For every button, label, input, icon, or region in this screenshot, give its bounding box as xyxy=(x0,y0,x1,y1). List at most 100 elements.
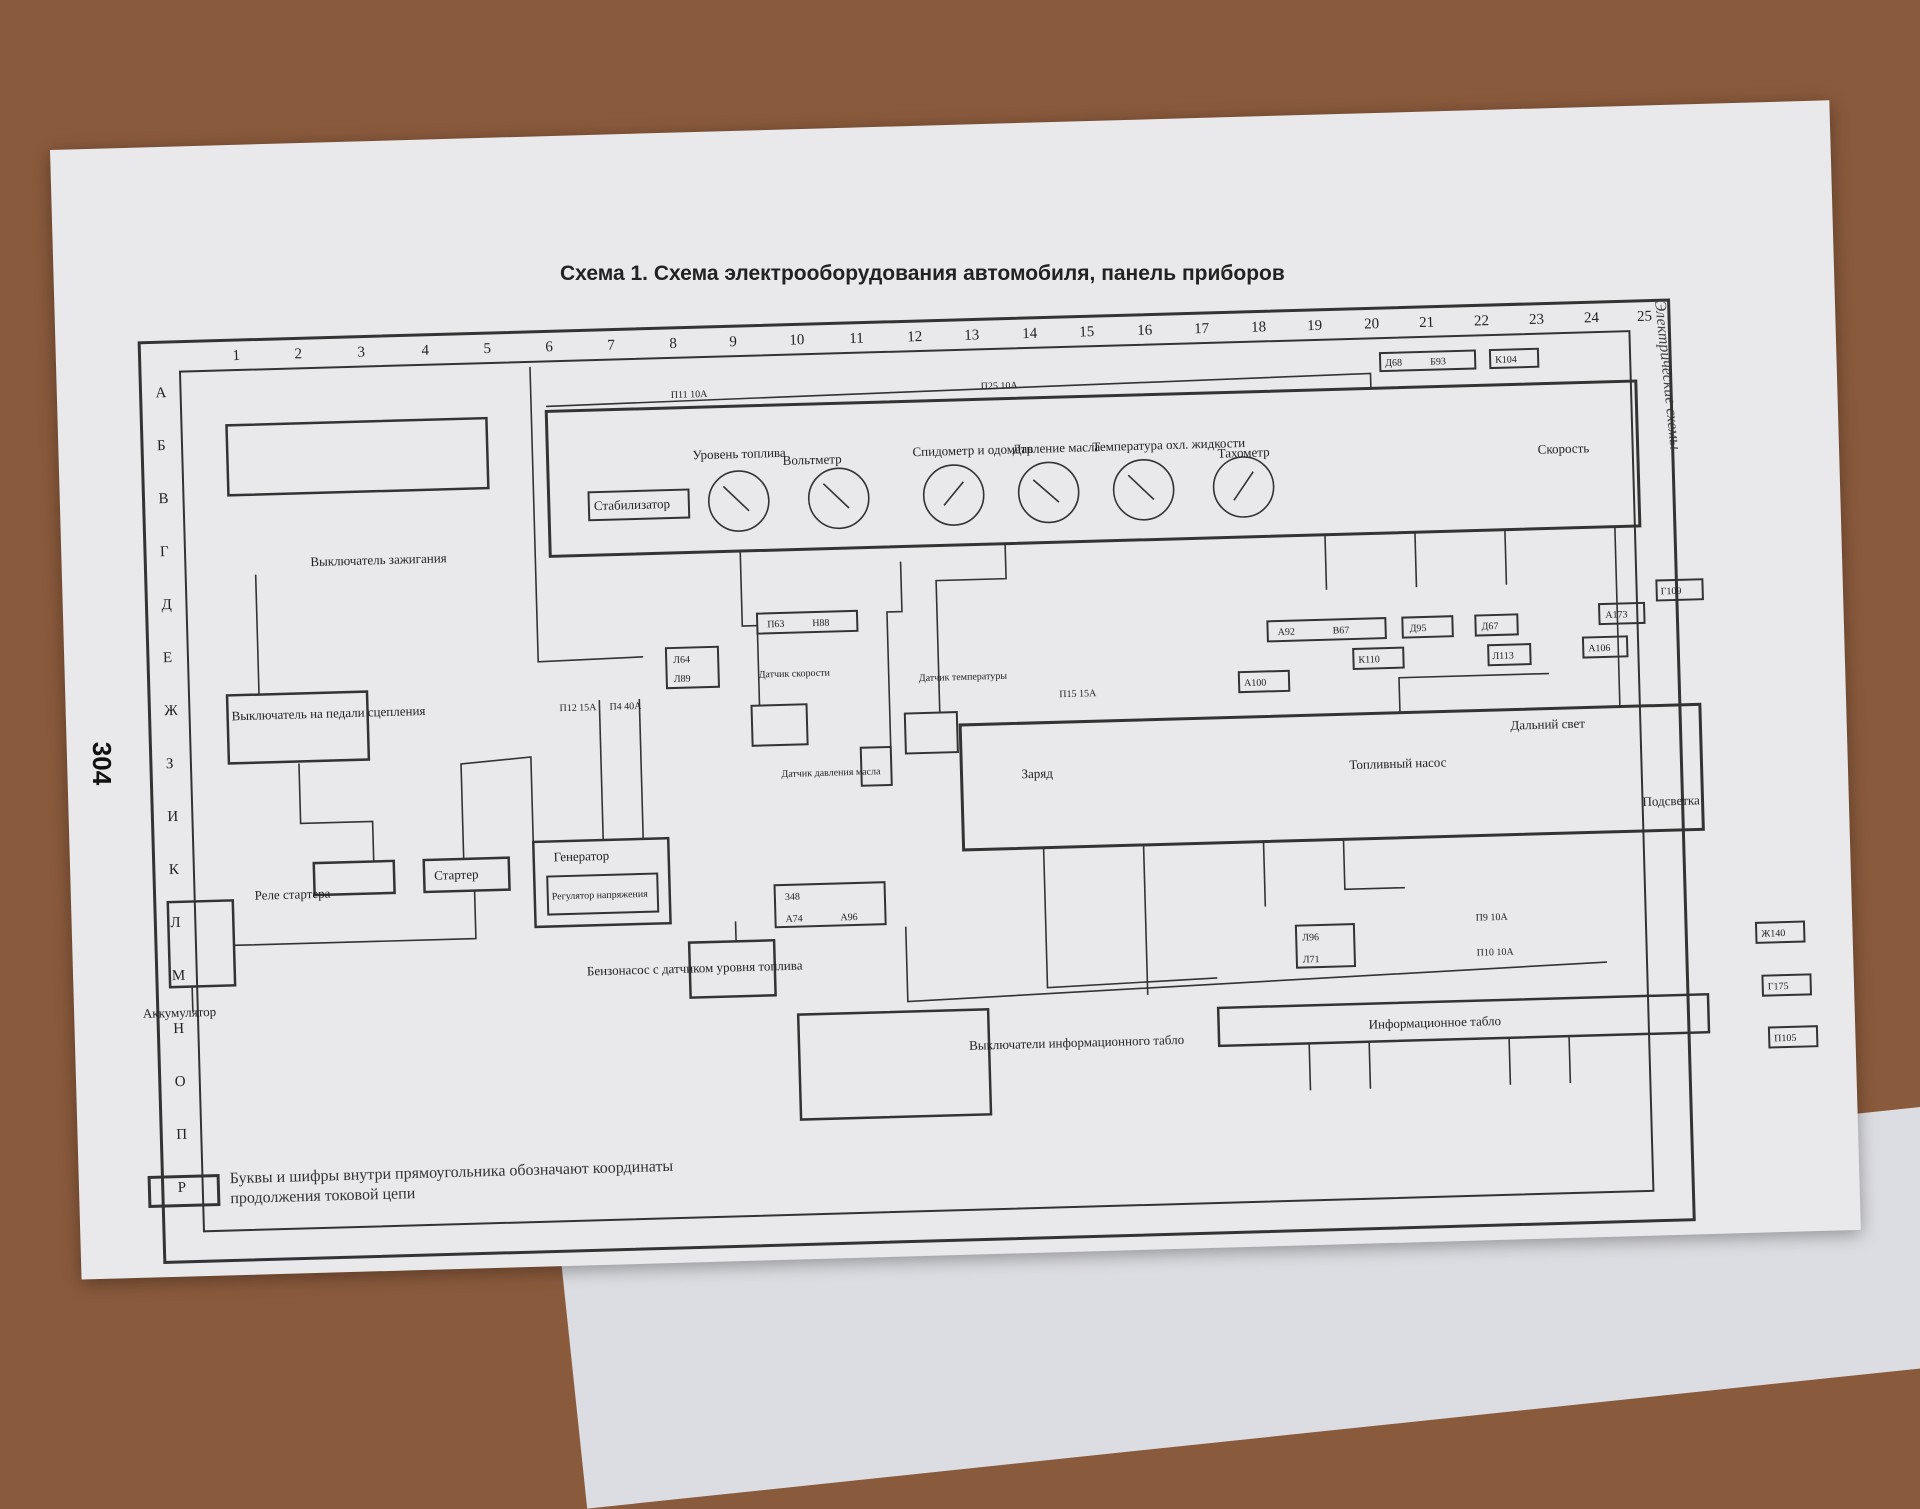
svg-text:Л96: Л96 xyxy=(1302,932,1319,943)
svg-text:A100: A100 xyxy=(1244,677,1267,689)
svg-text:2: 2 xyxy=(294,346,302,362)
svg-text:П9 10А: П9 10А xyxy=(1476,912,1509,924)
svg-text:Л64: Л64 xyxy=(673,655,690,666)
battery-label: Аккумулятор xyxy=(143,1004,217,1021)
svg-text:8: 8 xyxy=(669,336,677,352)
svg-text:П11 10А: П11 10А xyxy=(671,389,709,401)
temp-sensor-label: Датчик температуры xyxy=(919,671,1008,684)
svg-text:Ж: Ж xyxy=(164,703,178,719)
svg-text:B67: B67 xyxy=(1333,625,1350,636)
tachometer-gauge xyxy=(1212,456,1275,518)
speedometer-label: Спидометр и одометр xyxy=(912,441,1033,459)
regulator-box xyxy=(546,872,660,916)
ref-box xyxy=(1488,347,1540,370)
svg-text:П15 15А: П15 15А xyxy=(1059,688,1097,700)
svg-text:П4 40А: П4 40А xyxy=(609,701,642,713)
speed-label: Скорость xyxy=(1537,440,1589,456)
legend-box xyxy=(147,1174,221,1208)
temp-sensor-box xyxy=(903,711,959,755)
ref-box xyxy=(1761,973,1813,997)
ref-box xyxy=(1597,601,1646,626)
scene: Схема 1. Схема электрооборудования автом… xyxy=(50,100,1920,1509)
svg-text:13: 13 xyxy=(964,327,979,343)
instrument-cluster xyxy=(544,379,1642,558)
tachometer-label: Тахометр xyxy=(1217,444,1269,460)
ref-box xyxy=(773,881,887,929)
svg-text:П105: П105 xyxy=(1774,1033,1797,1045)
oil-pressure-label: Давление масла xyxy=(1012,439,1100,456)
high-beam-label: Дальний свет xyxy=(1510,716,1585,733)
ref-box xyxy=(1237,669,1291,694)
ref-box xyxy=(755,609,859,635)
svg-text:Р: Р xyxy=(178,1180,187,1196)
svg-text:Л: Л xyxy=(170,915,181,931)
svg-text:Л71: Л71 xyxy=(1303,954,1320,965)
svg-text:Г109: Г109 xyxy=(1661,586,1682,598)
starter-box xyxy=(422,856,511,894)
svg-text:Е: Е xyxy=(163,650,173,666)
diagram-title: Схема 1. Схема электрооборудования автом… xyxy=(560,262,1285,285)
svg-text:А: А xyxy=(155,385,166,401)
info-switches-box xyxy=(796,1008,993,1121)
svg-text:25: 25 xyxy=(1637,309,1652,325)
oil-pressure-gauge xyxy=(1017,461,1080,524)
svg-text:Б93: Б93 xyxy=(1430,356,1446,367)
svg-text:Г175: Г175 xyxy=(1768,981,1789,993)
regulator-label: Регулятор напряжения xyxy=(552,889,649,903)
stabilizer-box xyxy=(587,488,691,522)
ref-box xyxy=(1767,1025,1819,1049)
clutch-switch-label: Выключатель на педали сцепления xyxy=(231,703,425,723)
svg-text:Д67: Д67 xyxy=(1481,621,1498,632)
svg-text:К104: К104 xyxy=(1495,354,1517,366)
ref-box xyxy=(1294,923,1357,969)
svg-text:В: В xyxy=(158,491,168,507)
svg-text:4: 4 xyxy=(421,343,429,359)
starter-relay-label: Реле стартера xyxy=(254,886,330,903)
svg-text:Д: Д xyxy=(161,597,172,613)
oil-sensor-label: Датчик давления масла xyxy=(781,766,881,780)
fuel-level-label: Уровень топлива xyxy=(692,445,786,463)
svg-text:Ж140: Ж140 xyxy=(1761,928,1785,940)
svg-text:12: 12 xyxy=(907,329,922,345)
svg-text:A92: A92 xyxy=(1278,627,1296,638)
ref-box xyxy=(1581,635,1629,659)
ref-box xyxy=(1474,613,1519,637)
svg-text:14: 14 xyxy=(1022,326,1038,342)
svg-text:П63: П63 xyxy=(767,619,785,630)
speed-sensor-label: Датчик скорости xyxy=(759,668,831,681)
info-panel-box xyxy=(1216,992,1711,1048)
ref-box xyxy=(1378,349,1477,373)
ignition-switch-box xyxy=(225,416,490,497)
svg-text:10: 10 xyxy=(789,332,804,348)
svg-text:Л89: Л89 xyxy=(674,674,691,685)
svg-text:П: П xyxy=(176,1127,187,1143)
wiring-diagram: Стабилизатор Уровень топлива Вольтметр С… xyxy=(137,298,1819,1264)
svg-text:18: 18 xyxy=(1251,319,1266,335)
svg-text:6: 6 xyxy=(545,339,553,355)
svg-text:24: 24 xyxy=(1584,310,1600,326)
svg-text:1: 1 xyxy=(232,348,240,364)
clutch-switch-box xyxy=(225,690,371,765)
svg-text:Н: Н xyxy=(173,1021,184,1037)
voltmeter-label: Вольтметр xyxy=(782,451,841,468)
svg-text:5: 5 xyxy=(483,341,491,357)
svg-text:Д68: Д68 xyxy=(1385,358,1402,369)
info-switches-label: Выключатели информационного табло xyxy=(969,1032,1184,1053)
svg-text:A74: A74 xyxy=(785,913,803,924)
svg-text:11: 11 xyxy=(849,331,864,347)
generator-box xyxy=(531,836,672,929)
svg-text:15: 15 xyxy=(1079,324,1094,340)
svg-text:Б: Б xyxy=(157,438,166,454)
fuel-gauge xyxy=(708,470,770,532)
speedometer-gauge xyxy=(922,464,985,526)
svg-text:23: 23 xyxy=(1529,312,1544,328)
svg-text:О: О xyxy=(175,1074,186,1090)
speed-sensor-box xyxy=(750,703,809,747)
svg-text:17: 17 xyxy=(1194,321,1210,337)
ref-box xyxy=(1266,617,1387,643)
starter-relay-box xyxy=(312,859,396,897)
fuel-pump-lamp-label: Топливный насос xyxy=(1349,754,1447,772)
ref-box xyxy=(1655,578,1704,602)
svg-text:22: 22 xyxy=(1474,313,1489,329)
svg-text:A96: A96 xyxy=(840,912,858,923)
